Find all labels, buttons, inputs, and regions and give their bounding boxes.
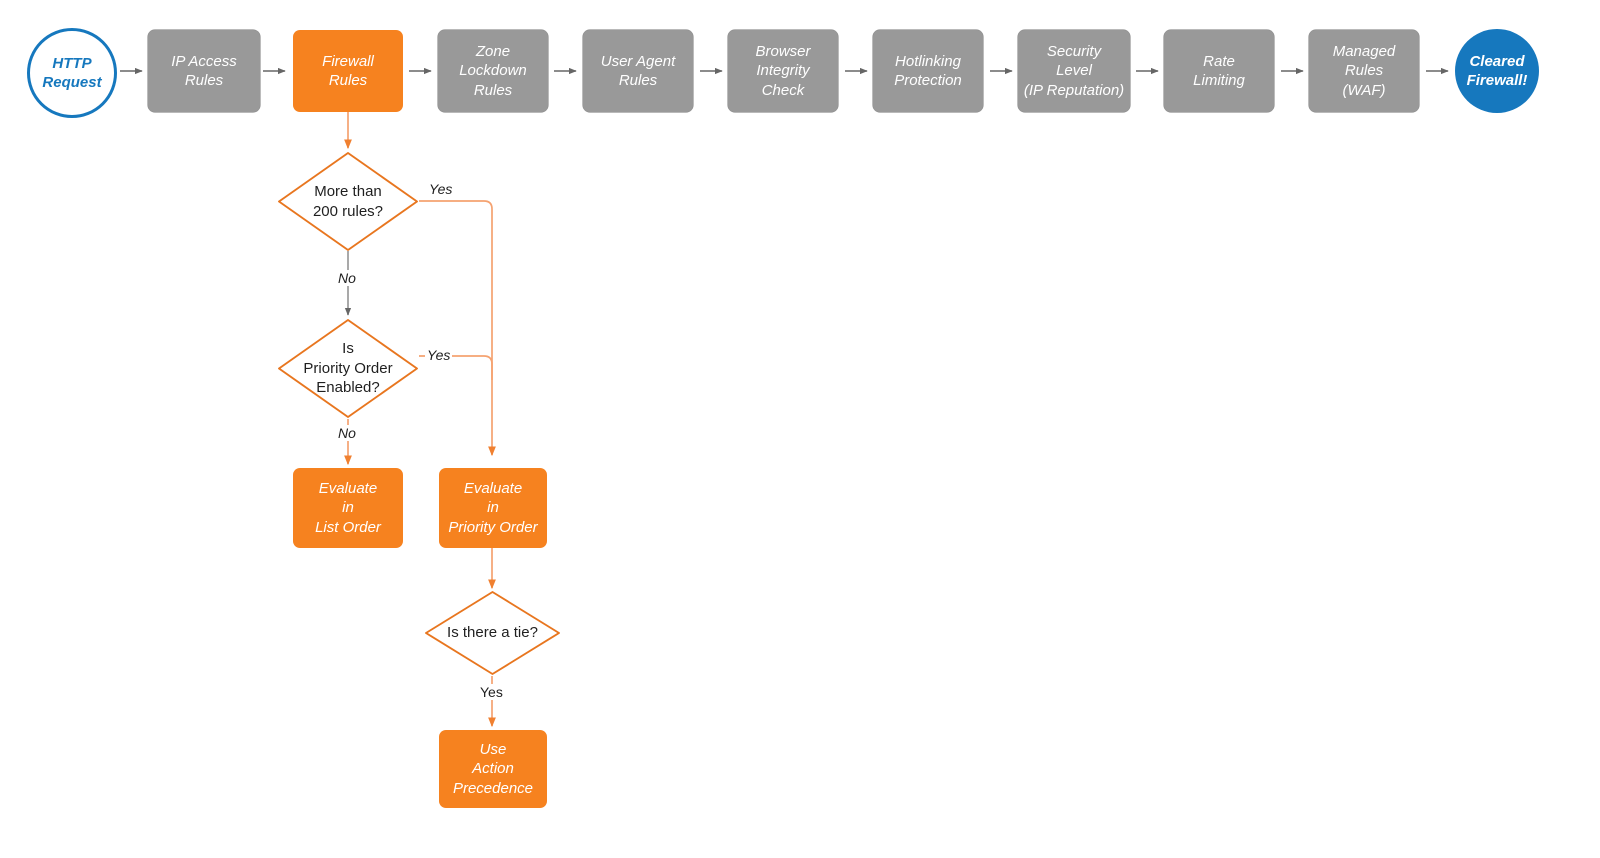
- node-cleared-firewall[interactable]: Cleared Firewall!: [1455, 29, 1539, 113]
- node-hotlinking-protection[interactable]: Hotlinking Protection: [873, 30, 983, 112]
- decision-is-priority-order-enabled[interactable]: Is Priority Order Enabled?: [277, 318, 419, 419]
- decision-label: Is Priority Order Enabled?: [303, 340, 393, 397]
- decision-label: More than 200 rules?: [312, 183, 384, 220]
- edge-label-more-rules-yes: Yes: [427, 181, 455, 197]
- decision-label: Is there a tie?: [447, 624, 538, 642]
- edge-label-tie-yes: Yes: [478, 684, 505, 700]
- node-evaluate-in-priority-order[interactable]: Evaluate in Priority Order: [439, 468, 547, 548]
- node-ip-access-rules[interactable]: IP Access Rules: [148, 30, 260, 112]
- node-http-request[interactable]: HTTP Request: [27, 28, 117, 118]
- node-use-action-precedence[interactable]: Use Action Precedence: [439, 730, 547, 808]
- edge-label-more-rules-no: No: [336, 270, 358, 286]
- node-evaluate-in-list-order[interactable]: Evaluate in List Order: [293, 468, 403, 548]
- edge-label-priority-no: No: [336, 425, 358, 441]
- node-firewall-rules[interactable]: Firewall Rules: [293, 30, 403, 112]
- node-security-level-ip-reputation[interactable]: Security Level (IP Reputation): [1018, 30, 1130, 112]
- node-managed-rules-waf[interactable]: Managed Rules (WAF): [1309, 30, 1419, 112]
- node-zone-lockdown-rules[interactable]: Zone Lockdown Rules: [438, 30, 548, 112]
- decision-is-there-a-tie[interactable]: Is there a tie?: [424, 590, 561, 676]
- node-rate-limiting[interactable]: Rate Limiting: [1164, 30, 1274, 112]
- decision-more-than-200-rules[interactable]: More than 200 rules?: [277, 151, 419, 252]
- node-user-agent-rules[interactable]: User Agent Rules: [583, 30, 693, 112]
- edge-label-priority-yes: Yes: [425, 347, 453, 363]
- node-browser-integrity-check[interactable]: Browser Integrity Check: [728, 30, 838, 112]
